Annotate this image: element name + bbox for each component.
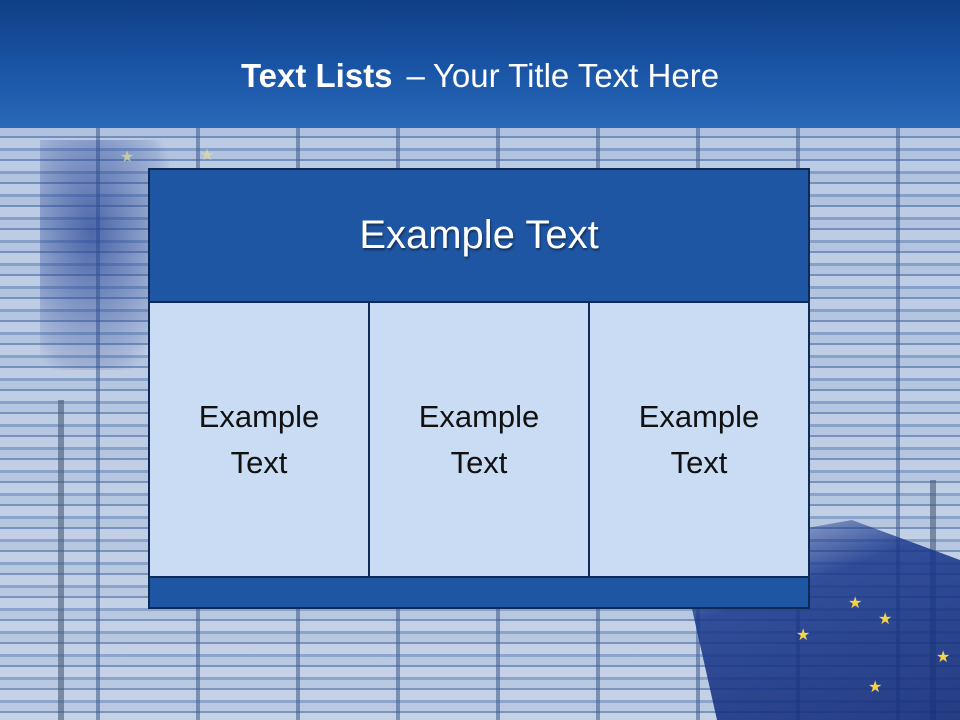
- slide-title: Text Lists–Your Title Text Here: [0, 56, 960, 96]
- diagram-header: Example Text: [150, 170, 808, 303]
- title-dash: –: [406, 57, 425, 94]
- eu-flag-star-icon: ★: [120, 149, 135, 166]
- flag-pole: [58, 400, 64, 720]
- diagram-cell: Example Text: [150, 303, 370, 578]
- diagram-cells-row: Example Text Example Text Example Text: [150, 303, 808, 578]
- eu-flag-star-icon: ★: [796, 627, 811, 644]
- eu-flag-star-icon: ★: [878, 611, 893, 628]
- eu-flag-star-icon: ★: [200, 147, 215, 164]
- text-list-diagram: Example Text Example Text Example Text E…: [148, 168, 810, 609]
- diagram-footer-bar: [150, 578, 808, 607]
- diagram-cell: Example Text: [370, 303, 590, 578]
- eu-flag-star-icon: ★: [848, 595, 863, 612]
- eu-flag-star-icon: ★: [868, 679, 883, 696]
- diagram-cell-text: Example Text: [418, 398, 540, 480]
- diagram-cell: Example Text: [590, 303, 808, 578]
- title-band: [0, 0, 960, 128]
- title-rest-part: Your Title Text Here: [432, 57, 720, 94]
- title-bold-part: Text Lists: [240, 57, 393, 94]
- diagram-cell-text: Example Text: [198, 398, 320, 480]
- diagram-cell-text: Example Text: [638, 398, 760, 480]
- eu-flag-star-icon: ★: [936, 649, 951, 666]
